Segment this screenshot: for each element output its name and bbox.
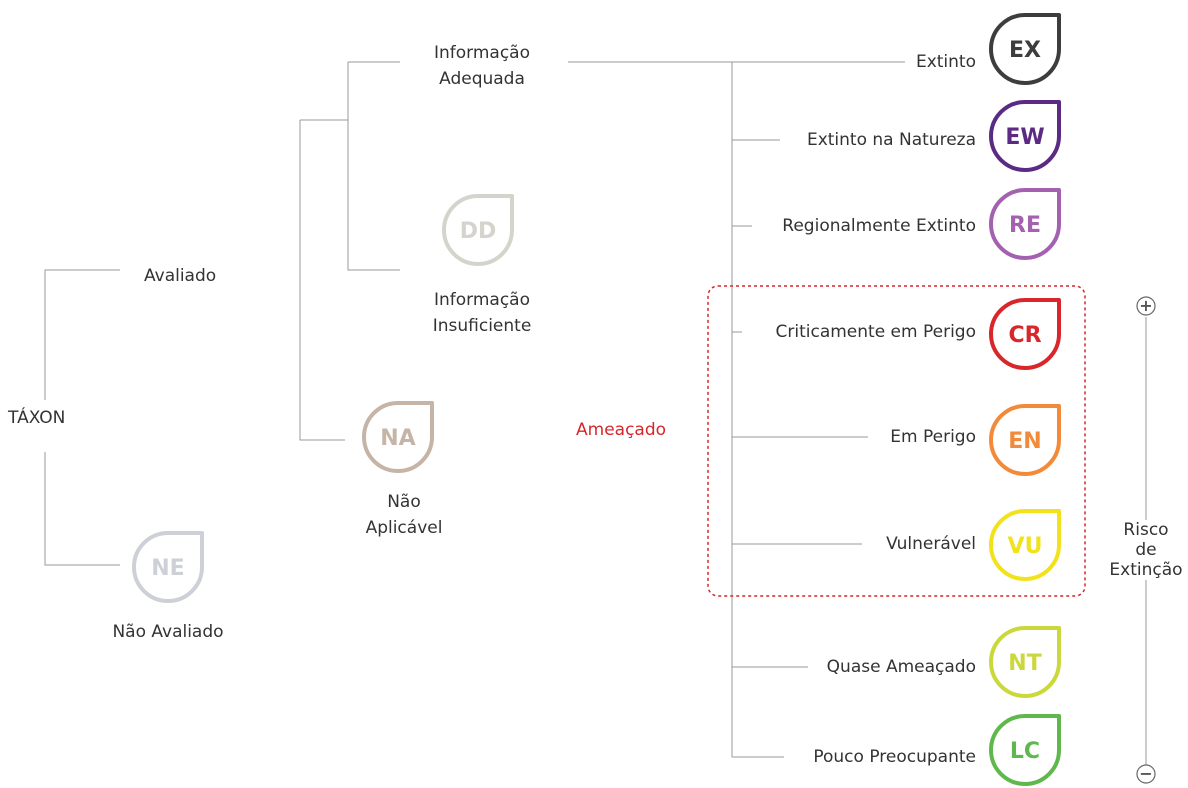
category-label-en: Em Perigo bbox=[890, 427, 976, 447]
nao-aplicavel-label-2: Aplicável bbox=[365, 518, 443, 538]
badge-vu: VU bbox=[989, 509, 1061, 581]
badge-na-shape bbox=[362, 401, 434, 473]
category-label-vu: Vulnerável bbox=[886, 534, 976, 554]
connector-taxon-nao-avaliado bbox=[44, 452, 120, 566]
nao-avaliado-label: Não Avaliado bbox=[112, 622, 224, 642]
badge-ew-code: EW bbox=[1005, 125, 1044, 150]
category-label-lc: Pouco Preocupante bbox=[813, 747, 976, 767]
info-insuficiente-label-2: Insuficiente bbox=[432, 316, 532, 336]
category-label-cr: Criticamente em Perigo bbox=[775, 322, 977, 342]
badge-ex: EX bbox=[989, 13, 1061, 85]
nao-aplicavel-label-1: Não bbox=[387, 492, 421, 512]
badge-na: NA bbox=[362, 401, 434, 473]
badge-re-code: RE bbox=[1009, 213, 1041, 238]
info-adequada-label-1: Informação bbox=[433, 43, 530, 63]
badge-lc: LC bbox=[989, 714, 1061, 786]
badge-nt-shape bbox=[989, 626, 1061, 698]
risk-plus-circle bbox=[1136, 296, 1156, 316]
badge-en-code: EN bbox=[1008, 429, 1041, 454]
badge-ex-code: EX bbox=[1009, 38, 1041, 63]
badge-vu-shape bbox=[989, 509, 1061, 581]
badge-lc-code: LC bbox=[1010, 739, 1040, 764]
badge-ne-shape bbox=[132, 531, 204, 603]
info-adequada-label-2: Adequada bbox=[439, 69, 525, 89]
badge-cr: CR bbox=[989, 298, 1061, 370]
category-label-ew: Extinto na Natureza bbox=[806, 130, 976, 150]
badge-ex-shape bbox=[989, 13, 1061, 85]
connector-info-branch bbox=[347, 62, 400, 271]
badge-lc-shape bbox=[989, 714, 1061, 786]
badge-en: EN bbox=[989, 404, 1061, 476]
badge-ew-shape bbox=[989, 100, 1061, 172]
taxon-label: TÁXON bbox=[8, 408, 66, 428]
badge-re: RE bbox=[989, 188, 1061, 260]
badge-dd: DD bbox=[442, 194, 514, 266]
badge-re-shape bbox=[989, 188, 1061, 260]
info-insuficiente-label-1: Informação bbox=[433, 290, 530, 310]
connector-taxon-avaliado bbox=[44, 269, 120, 400]
risk-minus-sign: − bbox=[1139, 764, 1153, 783]
badge-nt-code: NT bbox=[1008, 651, 1041, 676]
risk-minus-circle bbox=[1136, 764, 1156, 784]
ameacado-label: Ameaçado bbox=[576, 420, 667, 440]
badge-vu-code: VU bbox=[1008, 534, 1043, 559]
badge-dd-code: DD bbox=[460, 219, 497, 244]
badge-ne-code: NE bbox=[151, 556, 184, 581]
category-label-nt: Quase Ameaçado bbox=[826, 657, 976, 677]
threatened-box bbox=[707, 285, 1086, 597]
badge-nt: NT bbox=[989, 626, 1061, 698]
category-label-re: Regionalmente Extinto bbox=[782, 216, 976, 236]
badge-na-code: NA bbox=[380, 426, 415, 451]
risk-plus-sign: + bbox=[1139, 296, 1153, 315]
badge-cr-shape bbox=[989, 298, 1061, 370]
category-label-ex: Extinto bbox=[915, 52, 976, 72]
badge-ne: NE bbox=[132, 531, 204, 603]
risk-label-1: Risco bbox=[1106, 520, 1186, 540]
risk-label-3: Extinção bbox=[1106, 560, 1186, 580]
risk-label-2: de bbox=[1106, 540, 1186, 560]
badge-dd-shape bbox=[442, 194, 514, 266]
badge-cr-code: CR bbox=[1008, 323, 1041, 348]
avaliado-label: Avaliado bbox=[144, 266, 217, 286]
connector-avaliado-trunk bbox=[299, 120, 345, 441]
badge-ew: EW bbox=[989, 100, 1061, 172]
badge-en-shape bbox=[989, 404, 1061, 476]
